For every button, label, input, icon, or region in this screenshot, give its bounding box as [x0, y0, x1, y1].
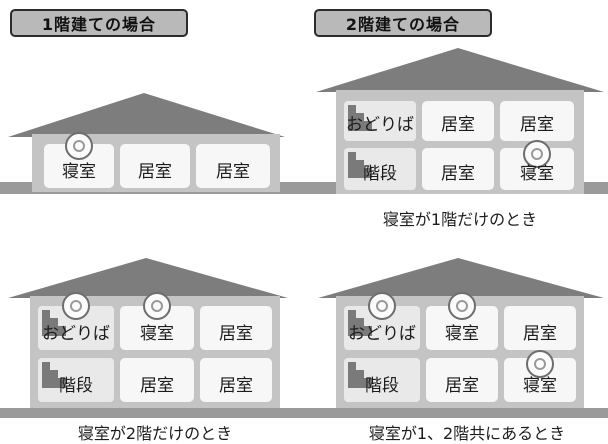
room-label: 寝室 [140, 324, 174, 344]
stair-label: おどりば [42, 324, 110, 344]
smoke-detector-icon [526, 350, 554, 378]
room-bedroom: 寝室 [426, 292, 498, 350]
roof [316, 48, 604, 92]
stairs-icon [348, 105, 372, 131]
roof [8, 258, 288, 298]
caption: 寝室が1階だけのとき [382, 210, 538, 229]
smoke-detector-icon [62, 292, 90, 320]
room-living: 居室 [422, 148, 494, 190]
stair-staircase: 階段 [38, 358, 114, 402]
room-bedroom: 寝室 [504, 350, 576, 402]
banner-one-story: 1階建ての場合 [10, 9, 188, 37]
stair-staircase: 階段 [344, 358, 420, 402]
room-label: 寝室 [523, 376, 557, 396]
stair-label: 階段 [59, 376, 93, 396]
room-label: 寝室 [520, 164, 554, 184]
smoke-detector-icon [368, 292, 396, 320]
smoke-detector-icon [523, 140, 551, 168]
stair-landing: おどりば [344, 292, 420, 350]
room-label: 居室 [441, 115, 475, 135]
room-label: 寝室 [445, 324, 479, 344]
stairs-icon [348, 152, 372, 178]
smoke-detector-icon [65, 132, 93, 160]
room-label: 居室 [219, 324, 253, 344]
stair-label: おどりば [346, 115, 414, 135]
ground-bottom [0, 408, 608, 418]
banner-two-story: 2階建ての場合 [314, 9, 492, 37]
room-label: 居室 [216, 162, 250, 182]
stair-label: おどりば [348, 324, 416, 344]
room-label: 居室 [523, 324, 557, 344]
roof [318, 258, 604, 298]
room-label: 居室 [441, 164, 475, 184]
room-label: 居室 [445, 376, 479, 396]
room-label: 居室 [520, 115, 554, 135]
stair-staircase: 階段 [344, 148, 416, 190]
room-living: 居室 [196, 144, 270, 188]
room-bedroom: 寝室 [500, 140, 574, 190]
room-living: 居室 [120, 358, 194, 402]
room-living: 居室 [200, 306, 272, 350]
room-living: 居室 [120, 144, 190, 188]
stairs-icon [348, 310, 372, 336]
roof [8, 93, 285, 137]
room-bedroom: 寝室 [120, 292, 194, 350]
room-bedroom: 寝室 [44, 132, 114, 188]
room-living: 居室 [426, 358, 498, 402]
smoke-detector-icon [143, 292, 171, 320]
stair-landing: おどりば [38, 292, 114, 350]
stair-label: 階段 [363, 164, 397, 184]
room-label: 居室 [140, 376, 174, 396]
room-living: 居室 [504, 306, 576, 350]
caption: 寝室が2階だけのとき [77, 424, 233, 443]
room-label: 居室 [138, 162, 172, 182]
room-living: 居室 [500, 101, 574, 141]
room-label: 居室 [219, 376, 253, 396]
caption: 寝室が1、2階共にあるとき [368, 424, 566, 443]
room-label: 寝室 [62, 162, 96, 182]
smoke-detector-icon [448, 292, 476, 320]
room-living: 居室 [200, 358, 272, 402]
stair-landing: おどりば [344, 101, 416, 141]
stairs-icon [348, 362, 372, 388]
room-living: 居室 [422, 101, 494, 141]
stair-label: 階段 [365, 376, 399, 396]
stairs-icon [42, 362, 66, 388]
stairs-icon [42, 310, 66, 336]
